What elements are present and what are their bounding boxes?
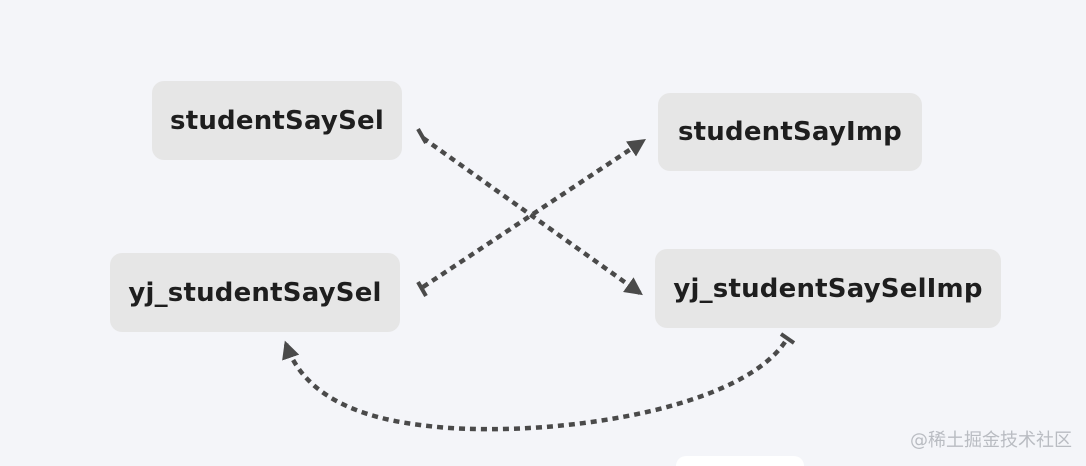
edge-yj-studentsayselimp-to-yj-studentsaysel: [282, 332, 796, 432]
node-label: yj_studentSaySel: [128, 277, 382, 308]
watermark: @稀土掘金技术社区: [910, 430, 1072, 451]
node-studentsayimp[interactable]: studentSayImp: [658, 93, 922, 171]
node-yj-studentsayselimp[interactable]: yj_studentSaySelImp: [655, 249, 1001, 328]
edge-studentsaysel-to-yj-studentsayselimp: [416, 128, 643, 296]
node-label: yj_studentSaySelImp: [673, 273, 983, 304]
node-studentsaysel[interactable]: studentSaySel: [152, 81, 402, 160]
partial-card: [676, 456, 804, 466]
node-label: studentSayImp: [678, 117, 902, 147]
node-label: studentSaySel: [170, 105, 384, 136]
edge-yj-studentsaysel-to-studentsayimp: [416, 139, 646, 297]
node-yj-studentsaysel[interactable]: yj_studentSaySel: [110, 253, 400, 332]
